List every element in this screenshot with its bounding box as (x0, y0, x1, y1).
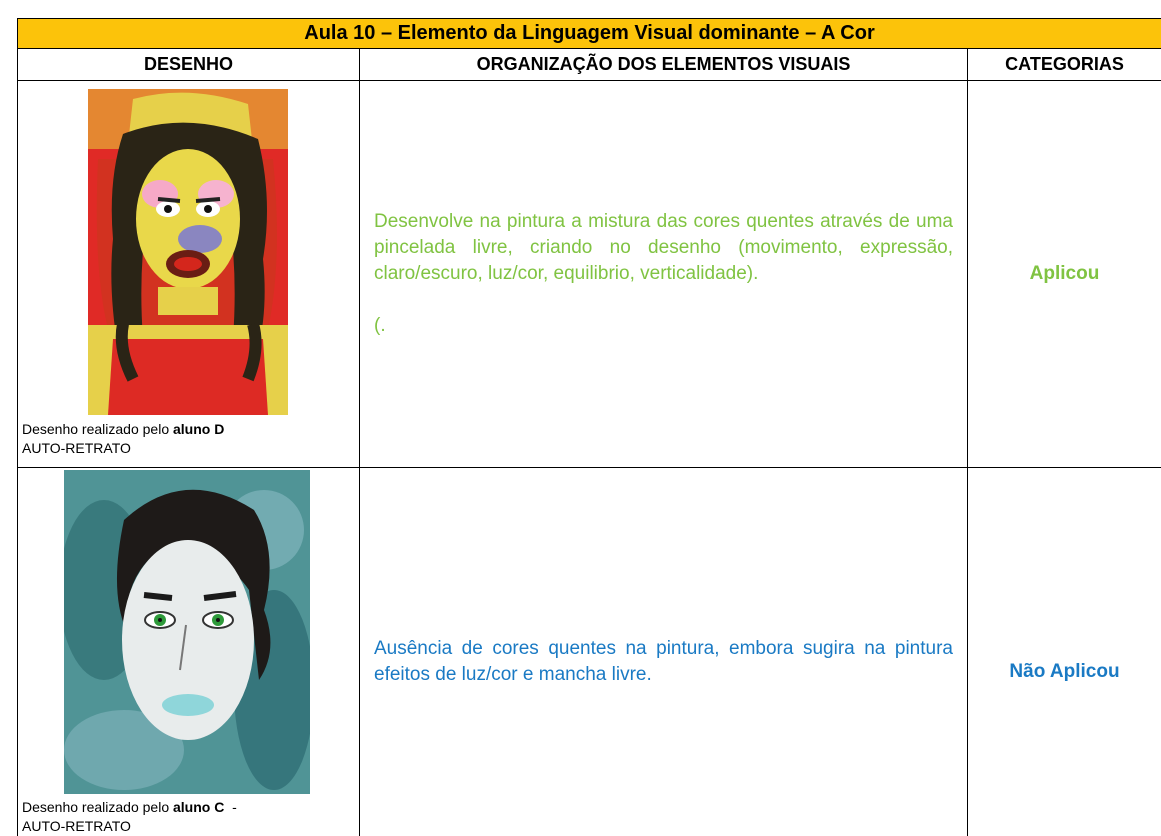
caption-title: AUTO-RETRATO (22, 818, 131, 834)
self-portrait-painting-d (88, 89, 288, 415)
document: Aula 10 – Elemento da Linguagem Visual d… (17, 18, 1161, 836)
drawing-cell: Desenho realizado pelo aluno C - AUTO-RE… (17, 467, 360, 836)
description-text: Ausência de cores quentes na pintura, em… (374, 638, 953, 685)
category-cell: Aplicou (967, 80, 1161, 468)
description-cell: Ausência de cores quentes na pintura, em… (359, 467, 968, 836)
caption-student: aluno C (173, 799, 225, 815)
caption-text: Desenho realizado pelo (22, 421, 173, 437)
header-categorias: CATEGORIAS (967, 48, 1161, 81)
table-title: Aula 10 – Elemento da Linguagem Visual d… (17, 18, 1161, 49)
caption-student: aluno D (173, 421, 225, 437)
caption-text: Desenho realizado pelo (22, 799, 173, 815)
header-desenho: DESENHO (17, 48, 360, 81)
drawing-caption: Desenho realizado pelo aluno D AUTO-RETR… (22, 420, 224, 458)
caption-title: AUTO-RETRATO (22, 440, 131, 456)
self-portrait-painting-c (64, 470, 310, 794)
header-row: DESENHO ORGANIZAÇÃO DOS ELEMENTOS VISUAI… (17, 48, 1161, 81)
description-text: Desenvolve na pintura a mistura das core… (374, 211, 953, 284)
caption-suffix: - (224, 799, 237, 815)
title-row: Aula 10 – Elemento da Linguagem Visual d… (17, 18, 1161, 49)
description-cell: Desenvolve na pintura a mistura das core… (359, 80, 968, 468)
header-organizacao: ORGANIZAÇÃO DOS ELEMENTOS VISUAIS (359, 48, 968, 81)
table-row: Desenho realizado pelo aluno C - AUTO-RE… (17, 467, 1161, 836)
drawing-caption: Desenho realizado pelo aluno C - AUTO-RE… (22, 798, 237, 836)
category-cell: Não Aplicou (967, 467, 1161, 836)
description-note: (. (374, 315, 386, 336)
table-row: Desenho realizado pelo aluno D AUTO-RETR… (17, 80, 1161, 468)
drawing-cell: Desenho realizado pelo aluno D AUTO-RETR… (17, 80, 360, 468)
lesson-table: Aula 10 – Elemento da Linguagem Visual d… (17, 18, 1161, 836)
